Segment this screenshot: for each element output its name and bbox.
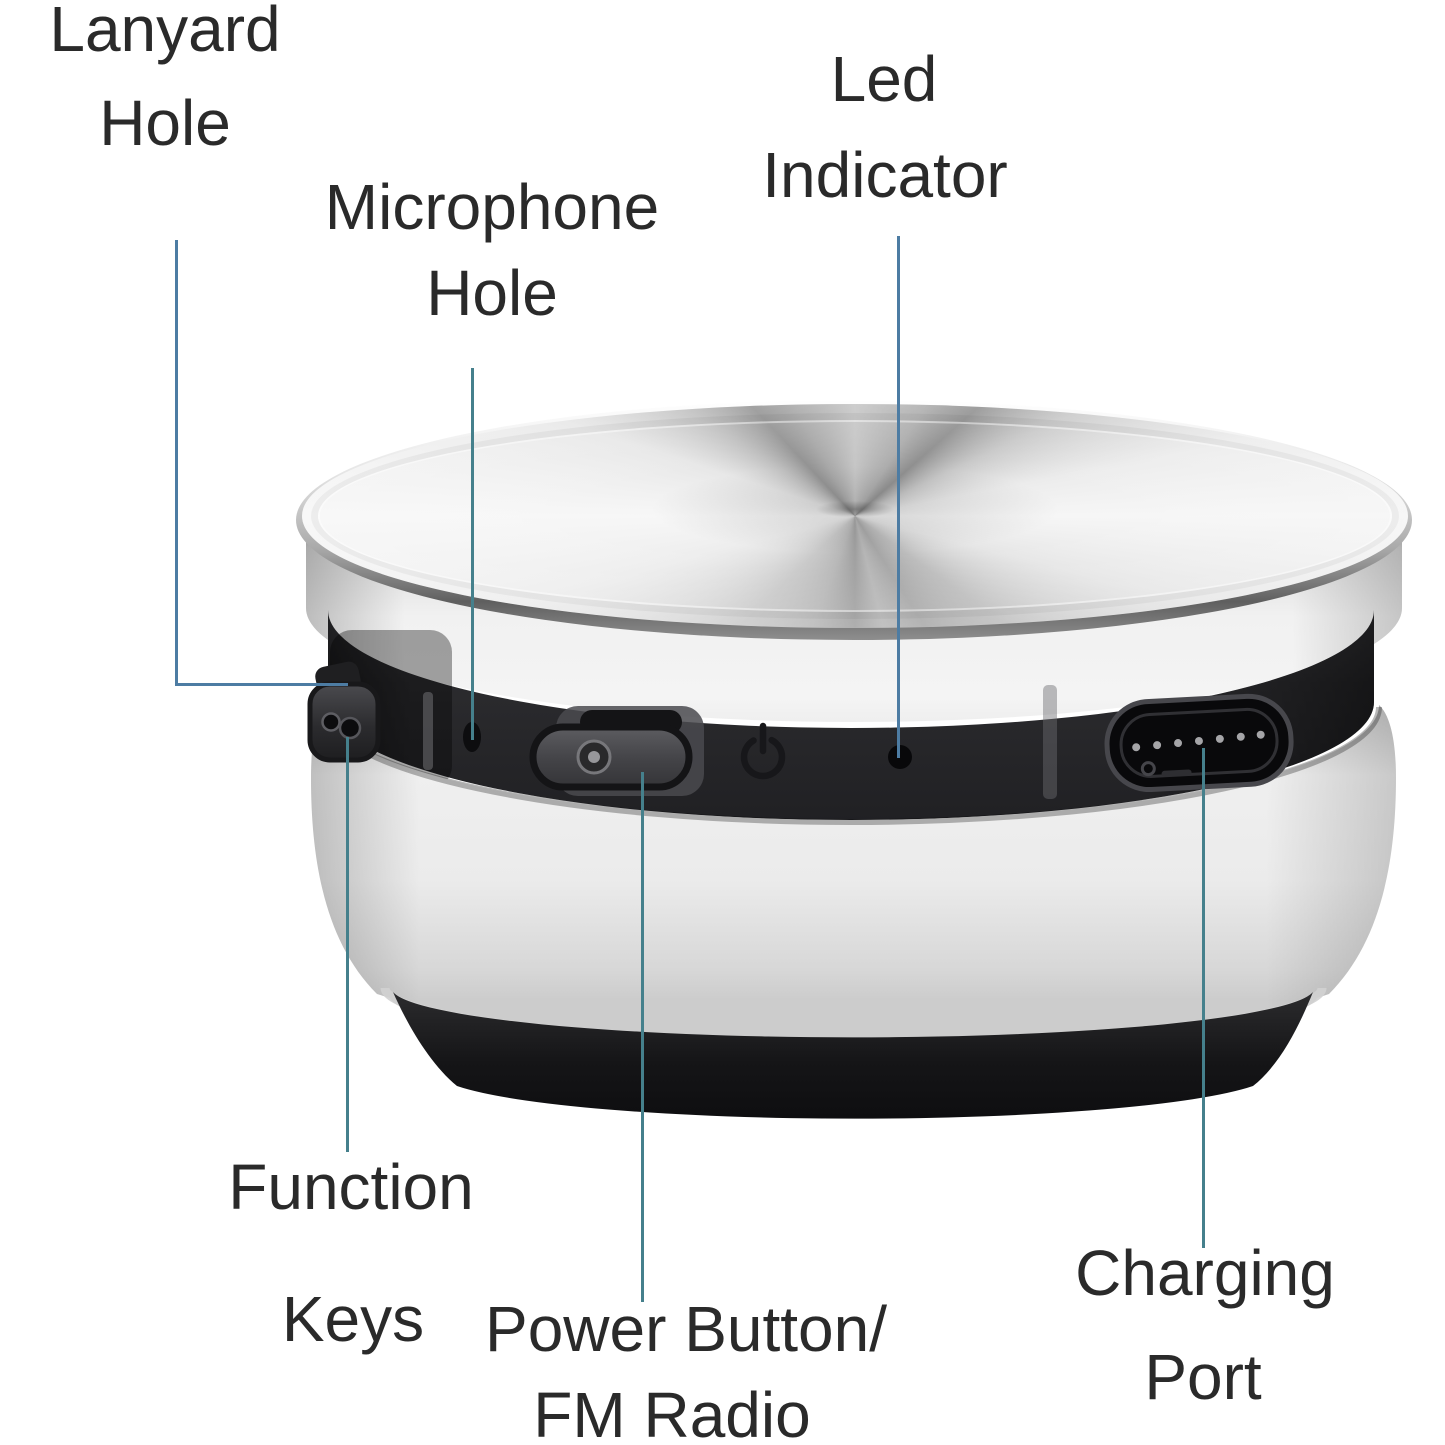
label-led-indicator-line1: Led <box>830 43 938 115</box>
power-icon <box>740 722 786 780</box>
label-power-button-line1: Power Button/ <box>485 1293 887 1365</box>
label-charging-port-line1: Charging <box>1075 1237 1335 1309</box>
usb-c-detail <box>1161 769 1192 777</box>
charging-port-leader-line <box>1202 748 1205 1248</box>
lower-band-top-shadow <box>320 706 1382 825</box>
function-keys-leader-line <box>346 737 349 1152</box>
charging-port <box>1104 693 1294 793</box>
usb-c-detail <box>1140 761 1156 777</box>
label-charging-port-line2: Port <box>1144 1341 1262 1413</box>
base <box>393 992 1313 1119</box>
usb-c-pins <box>1132 730 1265 752</box>
function-key-hole <box>338 716 362 740</box>
label-microphone-hole-line1: Microphone <box>324 171 660 243</box>
microphone-hole-leader-line <box>471 368 474 740</box>
function-key-hole <box>321 712 341 732</box>
lower-band-shading <box>311 705 1396 1048</box>
led-indicator-hole <box>888 745 912 769</box>
led-indicator-leader-line <box>897 236 900 758</box>
band-seam <box>423 692 433 770</box>
label-function-keys-line1: Function <box>228 1151 474 1223</box>
power-button <box>529 723 693 791</box>
power-button-leader-line <box>641 772 644 1302</box>
label-led-indicator-line2: Indicator <box>762 139 1008 211</box>
top-disc <box>302 404 1408 628</box>
lanyard-hole-leader-line <box>175 240 178 685</box>
lanyard-hole-leader-line <box>175 683 348 686</box>
label-function-keys-line2: Keys <box>281 1283 425 1355</box>
label-power-button-line2: FM Radio <box>533 1379 811 1445</box>
label-lanyard-hole-line1: Lanyard <box>49 0 281 65</box>
label-lanyard-hole-line2: Hole <box>99 87 231 159</box>
upper-band-shading <box>306 516 1402 722</box>
label-microphone-hole-line2: Hole <box>426 257 558 329</box>
band-seam <box>1043 685 1057 799</box>
